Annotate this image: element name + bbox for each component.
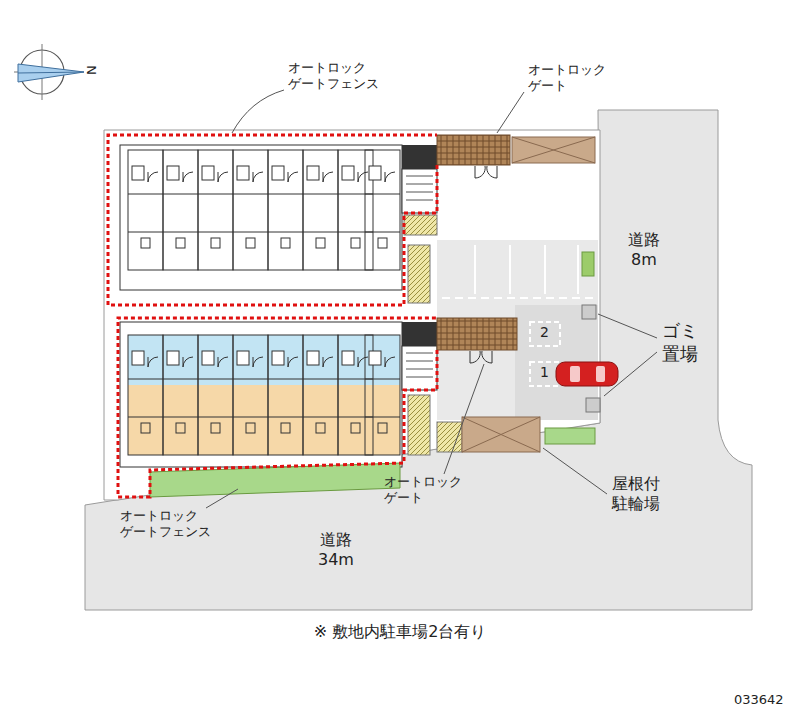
- gate-label: オートロック ゲート: [384, 474, 462, 507]
- garbage-label: ゴミ 置場: [662, 320, 698, 365]
- road-label: 道路 34m: [318, 530, 354, 570]
- parking-number: 1: [540, 364, 549, 382]
- caption: ※ 敷地内駐車場2台有り: [0, 622, 800, 642]
- gate-label: オートロック ゲート: [528, 62, 606, 95]
- fence-label: オートロック ゲートフェンス: [288, 60, 379, 93]
- north-mark: N: [83, 65, 99, 75]
- bike-parking-label: 屋根付 駐輪場: [612, 474, 660, 514]
- parking-number: 2: [540, 324, 549, 342]
- road-label: 道路 8m: [628, 230, 660, 270]
- map-id: 033642: [734, 692, 784, 708]
- fence-label: オートロック ゲートフェンス: [120, 508, 211, 541]
